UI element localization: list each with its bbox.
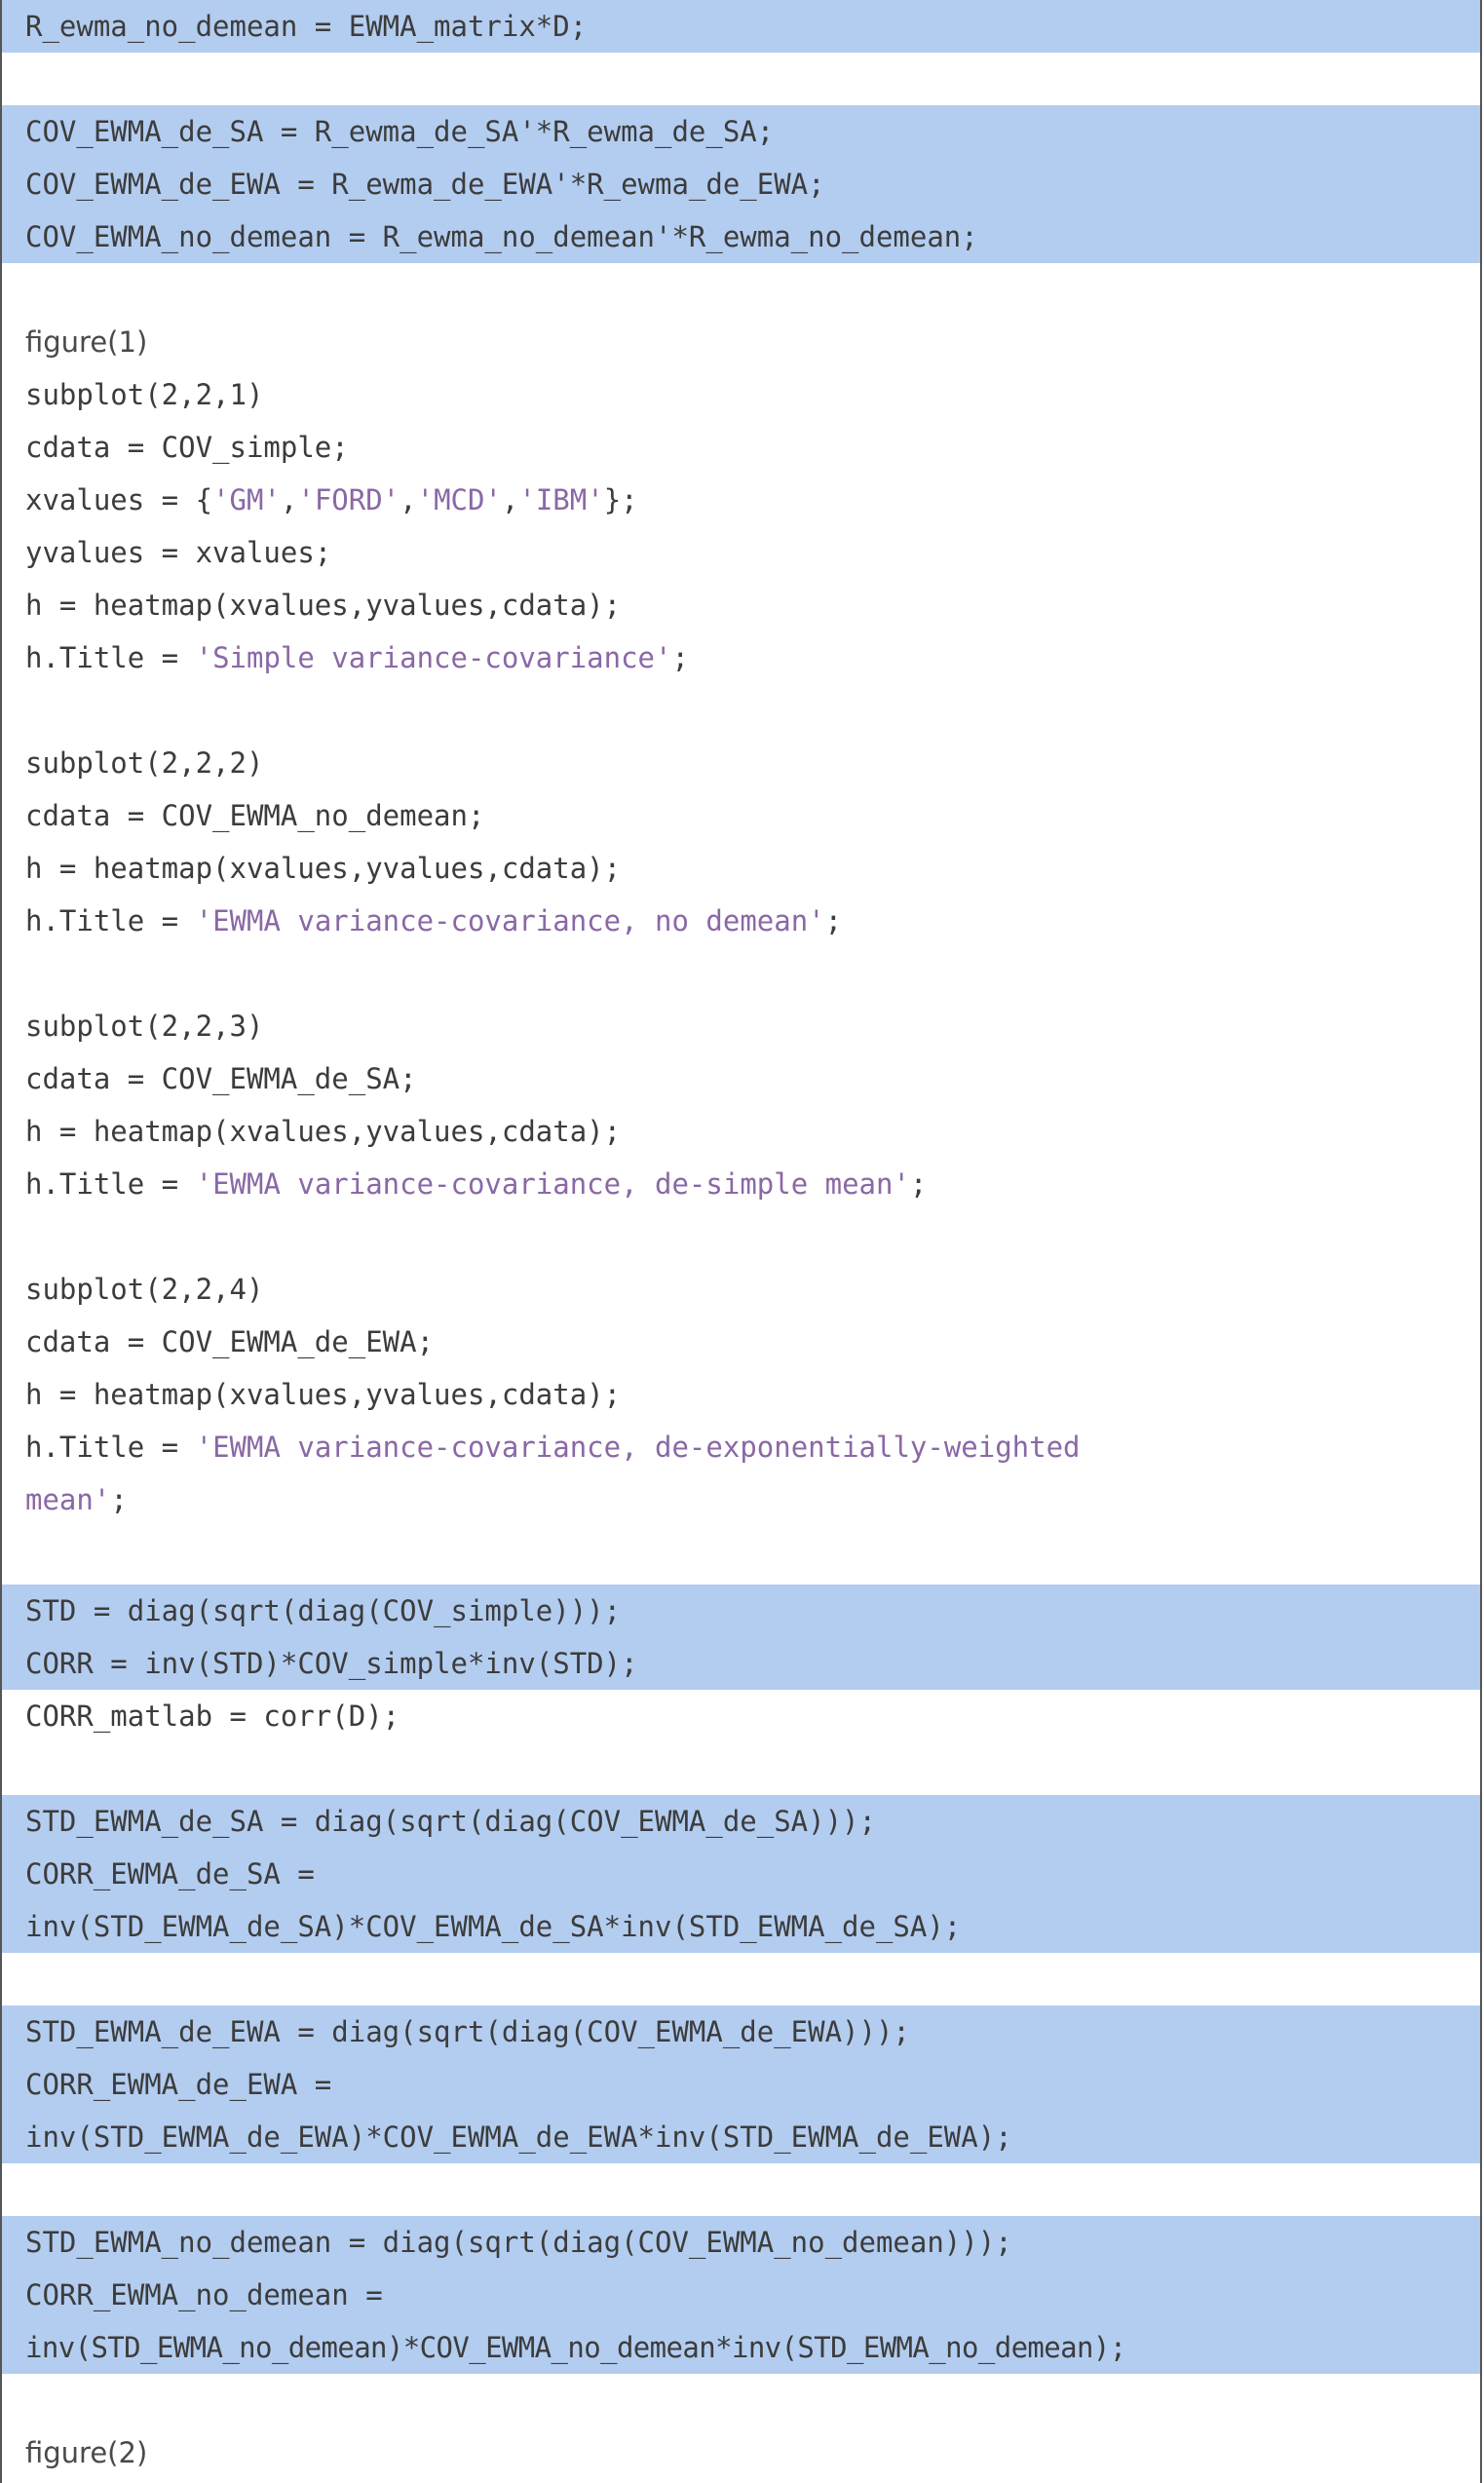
code-text: subplot(2,2,3) [25, 1010, 264, 1043]
highlight-block-6 [2, 2216, 1480, 2374]
code-text: STD_EWMA_no_demean = diag(sqrt(diag(COV_… [25, 2226, 1012, 2259]
code-line[interactable]: cdata = COV_simple; [2, 421, 1480, 474]
code-text: h.Title = [25, 1167, 196, 1201]
code-line[interactable]: xvalues = {'GM','FORD','MCD','IBM'}; [2, 474, 1480, 526]
code-text: cdata = COV_EWMA_de_EWA; [25, 1325, 435, 1358]
code-line[interactable]: STD = diag(sqrt(diag(COV_simple))); [2, 1585, 1480, 1637]
code-line[interactable]: CORR_EWMA_no_demean = [2, 2269, 1480, 2321]
code-line[interactable]: subplot(2,2,2) [2, 737, 1480, 789]
code-text: h = heatmap(xvalues,yvalues,cdata); [25, 1378, 622, 1411]
code-text: ; [110, 1483, 128, 1516]
code-line[interactable]: figure(1) [2, 316, 1480, 368]
code-text: ; [909, 1167, 928, 1201]
code-line[interactable]: h = heatmap(xvalues,yvalues,cdata); [2, 1105, 1480, 1158]
code-line[interactable]: subplot(2,2,3) [2, 1000, 1480, 1052]
code-text: R_ewma_no_demean = EWMA_matrix*D; [25, 10, 588, 43]
code-text: figure(2) [25, 2436, 148, 2469]
code-text: cdata = COV_EWMA_de_SA; [25, 1062, 417, 1095]
string-literal: 'GM' [212, 483, 281, 516]
code-text: COV_EWMA_de_SA = R_ewma_de_SA'*R_ewma_de… [25, 115, 775, 148]
code-text: h = heatmap(xvalues,yvalues,cdata); [25, 852, 622, 885]
code-line[interactable]: R_ewma_no_demean = EWMA_matrix*D; [2, 0, 1480, 53]
highlight-block-5 [2, 2006, 1480, 2163]
code-line[interactable]: yvalues = xvalues; [2, 526, 1480, 579]
code-text: cdata = COV_simple; [25, 431, 349, 464]
code-text: STD_EWMA_de_EWA = diag(sqrt(diag(COV_EWM… [25, 2015, 910, 2048]
code-line[interactable]: inv(STD_EWMA_no_demean)*COV_EWMA_no_deme… [2, 2321, 1480, 2374]
code-text: CORR_EWMA_de_SA = [25, 1857, 315, 1891]
code-text: , [400, 483, 417, 516]
code-text: CORR_EWMA_no_demean = [25, 2278, 383, 2311]
string-literal: 'EWMA variance-covariance, no demean' [195, 904, 825, 937]
code-line[interactable]: h.Title = 'EWMA variance-covariance, no … [2, 895, 1480, 947]
code-text: CORR = inv(STD)*COV_simple*inv(STD); [25, 1647, 638, 1680]
code-line[interactable]: h.Title = 'EWMA variance-covariance, de-… [2, 1421, 1480, 1473]
code-text: CORR_matlab = corr(D); [25, 1700, 400, 1733]
code-line[interactable]: STD_EWMA_de_SA = diag(sqrt(diag(COV_EWMA… [2, 1795, 1480, 1848]
code-line[interactable]: h = heatmap(xvalues,yvalues,cdata); [2, 842, 1480, 895]
string-literal: mean' [25, 1483, 111, 1516]
string-literal: 'EWMA variance-covariance, de-simple mea… [195, 1167, 910, 1201]
string-literal: 'EWMA variance-covariance, de-exponentia… [195, 1431, 1081, 1464]
code-text: subplot(2,2,4) [25, 1273, 264, 1306]
code-text: subplot(2,2,1) [25, 378, 264, 411]
code-text: STD = diag(sqrt(diag(COV_simple))); [25, 1594, 622, 1627]
string-literal: 'MCD' [416, 483, 502, 516]
code-text: h.Title = [25, 904, 196, 937]
highlight-block-4 [2, 1795, 1480, 1953]
code-text: xvalues = { [25, 483, 213, 516]
code-text: , [501, 483, 519, 516]
code-line[interactable]: CORR_EWMA_de_EWA = [2, 2058, 1480, 2111]
code-line[interactable]: figure(2) [2, 2426, 1480, 2479]
code-line[interactable]: mean'; [2, 1473, 1480, 1526]
code-text: , [280, 483, 298, 516]
code-text: h = heatmap(xvalues,yvalues,cdata); [25, 1115, 622, 1148]
code-line[interactable]: STD_EWMA_de_EWA = diag(sqrt(diag(COV_EWM… [2, 2006, 1480, 2058]
code-line[interactable]: h = heatmap(xvalues,yvalues,cdata); [2, 1368, 1480, 1421]
code-line[interactable]: cdata = COV_EWMA_de_SA; [2, 1052, 1480, 1105]
code-text: COV_EWMA_no_demean = R_ewma_no_demean'*R… [25, 220, 978, 253]
highlight-block-2 [2, 105, 1480, 263]
code-line[interactable]: h = heatmap(xvalues,yvalues,cdata); [2, 579, 1480, 631]
code-line[interactable]: h.Title = 'EWMA variance-covariance, de-… [2, 1158, 1480, 1210]
highlight-block-3 [2, 1585, 1480, 1690]
string-literal: 'Simple variance-covariance' [195, 641, 672, 674]
code-line[interactable]: COV_EWMA_de_EWA = R_ewma_de_EWA'*R_ewma_… [2, 158, 1480, 210]
code-line[interactable]: h.Title = 'Simple variance-covariance'; [2, 631, 1480, 684]
code-text: h.Title = [25, 1431, 196, 1464]
code-text: h = heatmap(xvalues,yvalues,cdata); [25, 589, 622, 622]
code-text: yvalues = xvalues; [25, 536, 332, 569]
code-line[interactable]: COV_EWMA_de_SA = R_ewma_de_SA'*R_ewma_de… [2, 105, 1480, 158]
code-text: subplot(2,2,2) [25, 746, 264, 780]
code-text: COV_EWMA_de_EWA = R_ewma_de_EWA'*R_ewma_… [25, 168, 825, 201]
code-text: cdata = COV_EWMA_no_demean; [25, 799, 485, 832]
code-line[interactable]: inv(STD_EWMA_de_EWA)*COV_EWMA_de_EWA*inv… [2, 2111, 1480, 2163]
highlight-block-1 [2, 0, 1480, 53]
code-text: figure(1) [25, 325, 148, 359]
code-line[interactable]: subplot(2,2,1) [2, 368, 1480, 421]
string-literal: 'IBM' [518, 483, 604, 516]
code-text: h.Title = [25, 641, 196, 674]
code-line[interactable]: CORR_matlab = corr(D); [2, 1690, 1480, 1742]
code-line[interactable]: inv(STD_EWMA_de_SA)*COV_EWMA_de_SA*inv(S… [2, 1900, 1480, 1953]
code-text: inv(STD_EWMA_de_EWA)*COV_EWMA_de_EWA*inv… [25, 2120, 1012, 2154]
code-line[interactable]: STD_EWMA_no_demean = diag(sqrt(diag(COV_… [2, 2216, 1480, 2269]
code-text: }; [603, 483, 638, 516]
code-text: ; [824, 904, 843, 937]
code-text: ; [671, 641, 689, 674]
code-text: STD_EWMA_de_SA = diag(sqrt(diag(COV_EWMA… [25, 1805, 876, 1838]
code-line[interactable]: subplot(2,2,4) [2, 1263, 1480, 1316]
string-literal: 'FORD' [297, 483, 400, 516]
code-line[interactable]: CORR = inv(STD)*COV_simple*inv(STD); [2, 1637, 1480, 1690]
code-text: CORR_EWMA_de_EWA = [25, 2068, 332, 2101]
code-line[interactable]: cdata = COV_EWMA_no_demean; [2, 789, 1480, 842]
code-line[interactable]: cdata = COV_EWMA_de_EWA; [2, 1316, 1480, 1368]
code-line[interactable]: COV_EWMA_no_demean = R_ewma_no_demean'*R… [2, 210, 1480, 263]
code-text: inv(STD_EWMA_no_demean)*COV_EWMA_no_deme… [25, 2331, 1126, 2364]
code-line[interactable]: CORR_EWMA_de_SA = [2, 1848, 1480, 1900]
code-text: inv(STD_EWMA_de_SA)*COV_EWMA_de_SA*inv(S… [25, 1910, 962, 1943]
